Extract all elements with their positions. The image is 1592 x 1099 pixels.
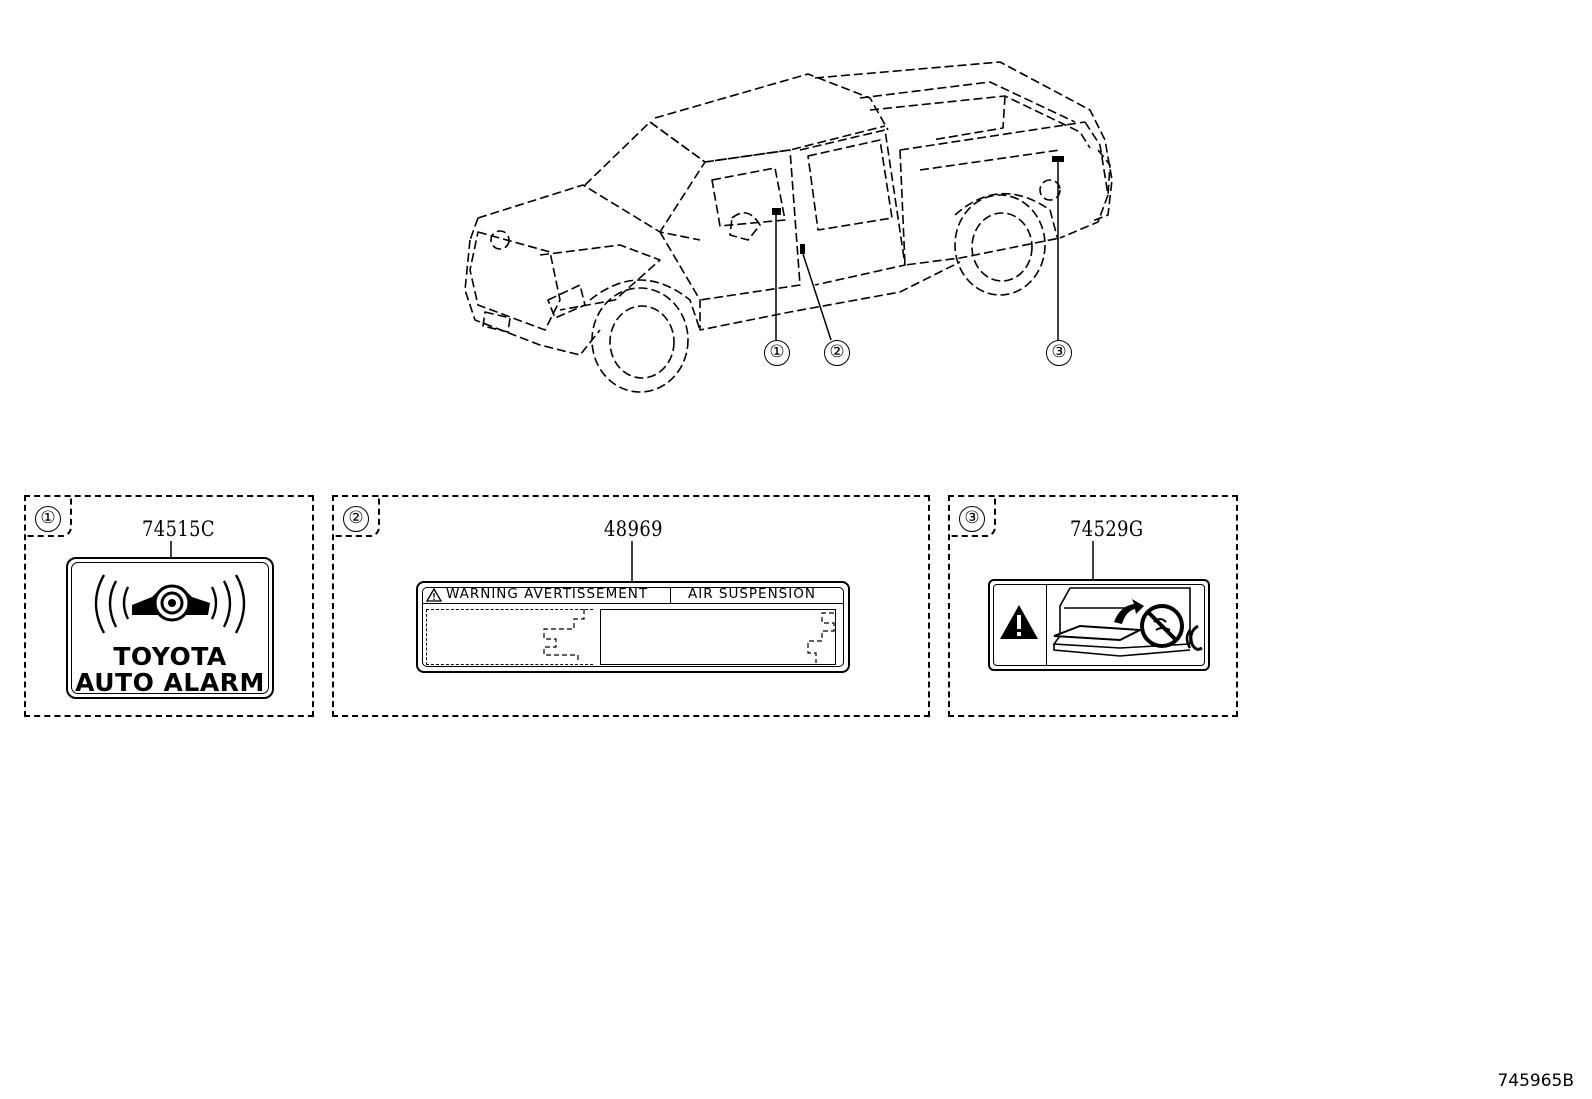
tailgate-warning-icon — [1052, 587, 1203, 657]
diagram-id: 745965B — [1497, 1071, 1574, 1091]
part-number-74515c[interactable]: 74515C — [142, 517, 215, 541]
warning-header-divider — [422, 603, 844, 604]
leader-line-2 — [631, 541, 633, 583]
air-suspension-warning-sticker: WARNING AVERTISSEMENT AIR SUSPENSION — [416, 581, 850, 673]
warning-header-right: AIR SUSPENSION — [688, 586, 816, 602]
alarm-label-sticker: TOYOTA AUTO ALARM — [66, 557, 274, 699]
label-panel-2: ② 48969 WARNING AVERTISSEMENT AIR SUSPEN… — [332, 495, 930, 717]
panel-tab-3 — [948, 495, 996, 537]
warning-body-left — [426, 609, 593, 665]
callout-2[interactable]: ② — [824, 340, 850, 366]
panel-1-index: ① — [35, 506, 61, 532]
leader-line-3 — [1092, 541, 1094, 581]
part-number-48969[interactable]: 48969 — [604, 517, 663, 541]
callout-3[interactable]: ③ — [1046, 340, 1072, 366]
panel-tab-2 — [332, 495, 380, 537]
callout-1[interactable]: ① — [764, 340, 790, 366]
warning-triangle-icon — [426, 588, 442, 602]
panel-3-index: ③ — [959, 506, 985, 532]
alarm-text-line1: TOYOTA — [113, 642, 227, 671]
warning-body-text-lines — [543, 609, 835, 663]
label-panel-3: ③ 74529G — [948, 495, 1238, 717]
leader-line-1 — [170, 541, 172, 559]
warning-triangle-icon — [1000, 605, 1038, 639]
tailgate-warning-sticker — [988, 579, 1210, 671]
part-number-74529g[interactable]: 74529G — [1070, 517, 1144, 541]
panel-tab-1 — [24, 495, 72, 537]
warning-body-right — [600, 609, 836, 665]
label-panel-1: ① 74515C TOYOTA AUTO ALARM — [24, 495, 314, 717]
car-alarm-icon — [94, 574, 246, 634]
panel-2-index: ② — [343, 506, 369, 532]
alarm-text-line2: AUTO ALARM — [75, 668, 265, 697]
truck-illustration — [464, 61, 1113, 393]
warning-header-left: WARNING AVERTISSEMENT — [446, 586, 649, 602]
